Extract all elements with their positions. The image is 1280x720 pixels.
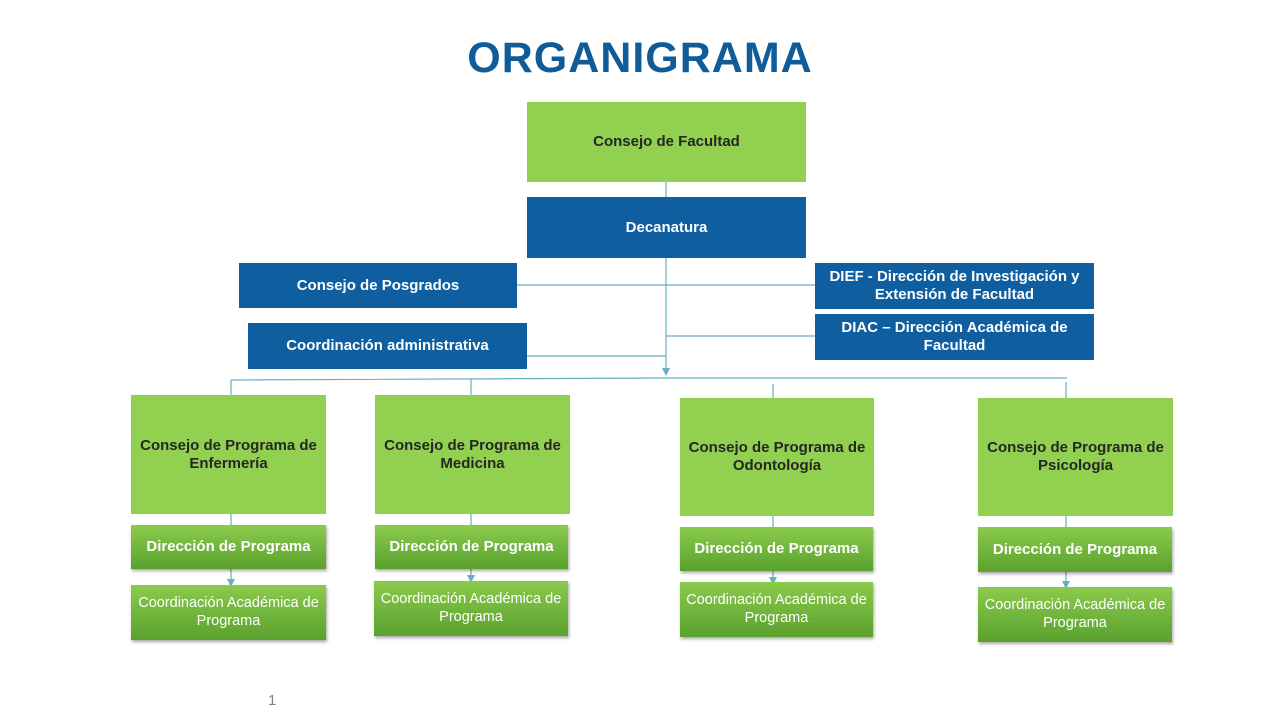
direccion-programa-psicologia-box: Dirección de Programa [978, 527, 1172, 572]
direccion-programa-enfermeria-label: Dirección de Programa [146, 538, 311, 555]
consejo-programa-enfermeria-label: Consejo de Programa de Enfermería [140, 436, 317, 472]
diac-label: DIAC – Dirección Académica de Facultad [841, 319, 1068, 354]
direccion-programa-odontologia-box: Dirección de Programa [680, 527, 873, 571]
consejo-facultad-label: Consejo de Facultad [593, 133, 740, 150]
coordinacion-academica-odontologia-box: Coordinación Académica de Programa [680, 582, 873, 637]
consejo-programa-enfermeria-box: Consejo de Programa de Enfermería [131, 395, 326, 514]
coordinacion-academica-medicina-box: Coordinación Académica de Programa [374, 581, 568, 636]
direccion-programa-enfermeria-box: Dirección de Programa [131, 525, 326, 569]
consejo-posgrados-label: Consejo de Posgrados [296, 276, 460, 294]
page-title: ORGANIGRAMA [467, 34, 813, 82]
coordinacion-academica-enfermeria-label: Coordinación Académica de Programa [138, 595, 319, 629]
consejo-posgrados-box: Consejo de Posgrados [239, 263, 517, 308]
consejo-programa-psicologia-label: Consejo de Programa de Psicología [987, 439, 1164, 474]
coordinacion-academica-psicologia-label: Coordinación Académica de Programa [984, 597, 1166, 631]
coordinacion-academica-psicologia-box: Coordinación Académica de Programa [978, 587, 1172, 642]
coordinacion-administrativa-box: Coordinación administrativa [248, 323, 527, 369]
coordinacion-administrativa-label: Coordinación administrativa [286, 337, 489, 354]
direccion-programa-medicina-box: Dirección de Programa [375, 525, 568, 569]
direccion-programa-odontologia-label: Dirección de Programa [694, 540, 859, 557]
consejo-facultad-box: Consejo de Facultad [527, 102, 806, 182]
direccion-programa-psicologia-label: Dirección de Programa [992, 540, 1158, 558]
consejo-programa-odontologia-label: Consejo de Programa de Odontología [688, 439, 866, 474]
dief-box: DIEF - Dirección de Investigación y Exte… [815, 263, 1094, 309]
consejo-programa-psicologia-box: Consejo de Programa de Psicología [978, 398, 1173, 516]
decanatura-box: Decanatura [527, 197, 806, 258]
decanatura-label: Decanatura [625, 218, 708, 236]
coordinacion-academica-medicina-label: Coordinación Académica de Programa [380, 591, 562, 625]
consejo-programa-medicina-label: Consejo de Programa de Medicina [384, 436, 561, 472]
consejo-programa-odontologia-box: Consejo de Programa de Odontología [680, 398, 874, 516]
dief-label: DIEF - Dirección de Investigación y Exte… [829, 268, 1080, 303]
diac-box: DIAC – Dirección Académica de Facultad [815, 314, 1094, 360]
page-number: 1 [268, 692, 277, 709]
direccion-programa-medicina-label: Dirección de Programa [389, 538, 554, 555]
consejo-programa-medicina-box: Consejo de Programa de Medicina [375, 395, 570, 514]
connector-programs-bus [230, 377, 1067, 381]
coordinacion-academica-odontologia-label: Coordinación Académica de Programa [686, 592, 867, 626]
coordinacion-academica-enfermeria-box: Coordinación Académica de Programa [131, 585, 326, 640]
